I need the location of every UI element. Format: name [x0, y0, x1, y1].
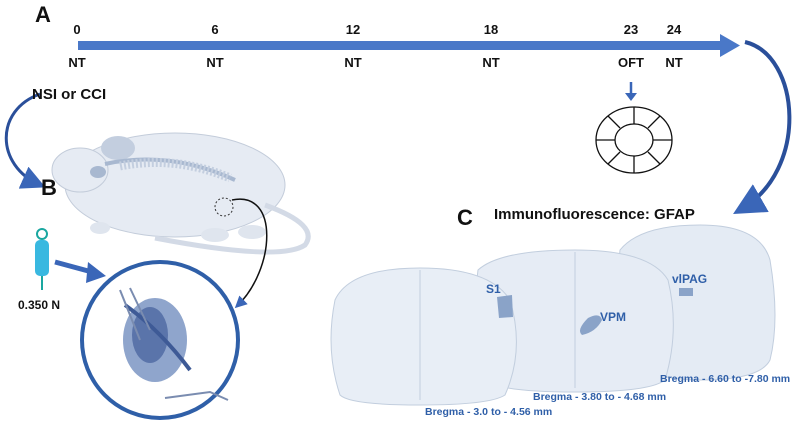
panel-label-c: C — [457, 205, 473, 230]
region-label-vpm: VPM — [600, 310, 627, 324]
day-label: 12 — [345, 22, 361, 37]
bregma-label-s1: Bregma - 3.0 to - 4.56 mm — [425, 406, 553, 418]
oft-arrow — [625, 82, 637, 101]
injury-label: NSI or CCI — [32, 86, 107, 103]
bregma-label-vlpag: Bregma - 6.60 to -7.80 mm — [660, 373, 791, 385]
panel-label-b: B — [41, 175, 57, 200]
test-label: NT — [68, 55, 86, 70]
region-label-s1: S1 — [486, 282, 501, 296]
curved-arrow-closeup — [231, 198, 268, 309]
test-label: NT — [665, 55, 683, 70]
test-label: NT — [482, 55, 500, 70]
surgery-closeup-icon — [80, 260, 240, 420]
region-label-vlpag: vlPAG — [672, 272, 708, 286]
rat-icon — [51, 132, 311, 255]
force-label: 0.350 N — [18, 298, 61, 312]
curved-arrow-to-staining — [733, 40, 792, 214]
day-label: 18 — [483, 22, 499, 37]
staining-title: Immunofluorescence: GFAP — [494, 206, 695, 223]
von-frey-filament-icon — [35, 228, 49, 290]
day-label: 6 — [211, 22, 219, 37]
test-label: OFT — [618, 55, 644, 70]
arrow-to-closeup — [54, 259, 106, 283]
open-field-arena-icon — [595, 106, 673, 174]
day-label: 0 — [73, 22, 81, 37]
test-label: NT — [206, 55, 224, 70]
bregma-label-vpm: Bregma - 3.80 to - 4.68 mm — [533, 391, 667, 403]
day-label: 24 — [666, 22, 682, 37]
brain-section-icon — [330, 224, 776, 406]
curved-arrow-injury — [4, 92, 46, 189]
timeline-arrow — [78, 34, 740, 57]
panel-label-a: A — [35, 2, 51, 27]
day-label: 23 — [623, 22, 639, 37]
test-label: NT — [344, 55, 362, 70]
